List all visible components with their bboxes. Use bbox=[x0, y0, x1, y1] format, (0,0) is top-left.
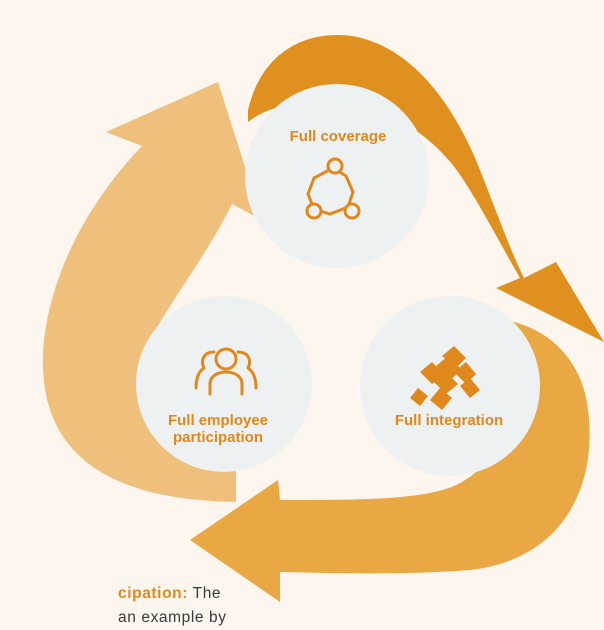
cycle-arrow-bottom bbox=[190, 317, 590, 602]
node-label-full-coverage: Full coverage bbox=[290, 128, 387, 145]
node-circle-top bbox=[245, 84, 429, 268]
caption-line-1: cipation: The bbox=[118, 582, 227, 606]
network-nodes-icon bbox=[305, 157, 361, 220]
joined-hands-icon bbox=[410, 346, 480, 410]
node-label-full-employee: Full employee bbox=[168, 412, 268, 429]
node-label-participation: participation bbox=[173, 429, 263, 446]
node-label-full-integration: Full integration bbox=[395, 412, 503, 429]
caption-line-2: an example by bbox=[118, 609, 227, 626]
caption-text: cipation: The an example by bbox=[118, 582, 227, 630]
caption-lead: cipation: bbox=[118, 585, 188, 602]
cycle-arrow-top-right bbox=[248, 34, 604, 342]
people-group-icon bbox=[194, 347, 258, 396]
cycle-arrow-left bbox=[42, 82, 262, 502]
node-circle-left bbox=[136, 296, 312, 472]
caption-line1-text: The bbox=[192, 585, 222, 602]
